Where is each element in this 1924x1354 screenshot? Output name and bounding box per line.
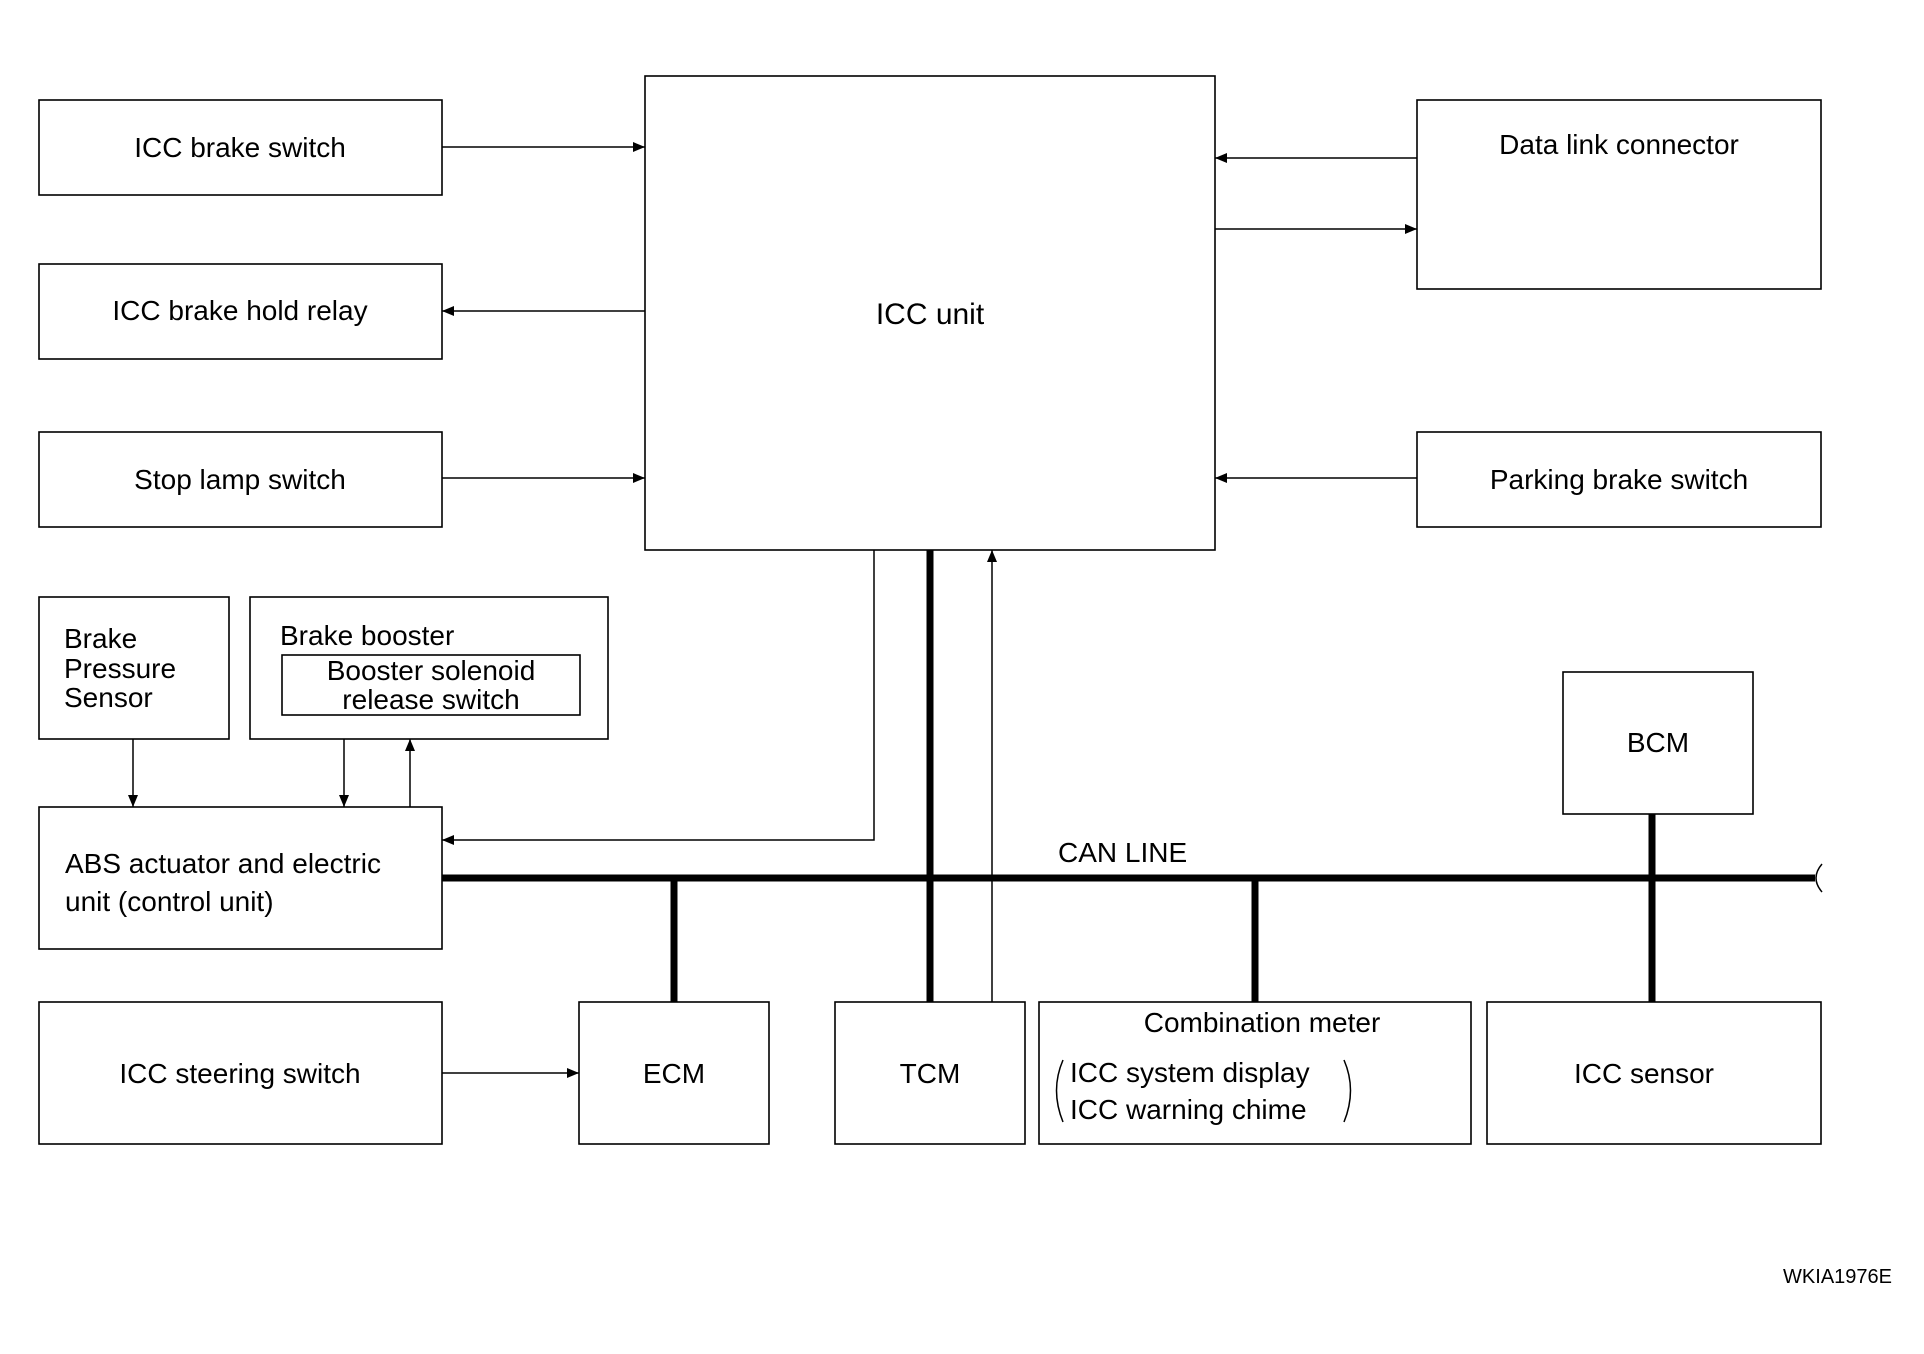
- can-line-label: CAN LINE: [1058, 837, 1187, 868]
- brake-pressure-sensor-line-1: Brake: [64, 623, 137, 654]
- icc-steering-switch-block: ICC steering switch: [38, 1001, 443, 1145]
- data-link-connector-block: Data link connector: [1416, 99, 1822, 290]
- brake-booster-label: Brake booster: [280, 620, 454, 651]
- abs-actuator-line-1: ABS actuator and electric: [65, 848, 381, 879]
- booster-solenoid-line-1: Booster solenoid: [327, 655, 536, 686]
- arrow-icc-unit-to-abs: [442, 550, 875, 845]
- icc-steering-switch-label: ICC steering switch: [119, 1058, 360, 1089]
- abs-actuator-line-2: unit (control unit): [65, 886, 274, 917]
- icc-sensor-block: ICC sensor: [1486, 1001, 1822, 1145]
- brake-pressure-sensor-line-3: Sensor: [64, 682, 153, 713]
- booster-solenoid-release-switch-block: [281, 654, 581, 716]
- ecm-label: ECM: [643, 1058, 705, 1089]
- combination-meter-title: Combination meter: [1144, 1007, 1381, 1038]
- bcm-label: BCM: [1627, 727, 1689, 758]
- brake-booster-block: Brake booster Booster solenoid release s…: [249, 596, 609, 740]
- brake-pressure-sensor-line-2: Pressure: [64, 653, 176, 684]
- stop-lamp-switch-block: Stop lamp switch: [38, 431, 443, 528]
- tcm-label: TCM: [900, 1058, 961, 1089]
- brake-pressure-sensor-block: Brake Pressure Sensor: [38, 596, 230, 740]
- data-link-connector-label: Data link connector: [1499, 129, 1739, 160]
- parking-brake-switch-label: Parking brake switch: [1490, 464, 1748, 495]
- icc-sensor-label: ICC sensor: [1574, 1058, 1714, 1089]
- tcm-block: TCM: [834, 1001, 1026, 1145]
- right-paren: [1343, 1059, 1352, 1123]
- stop-lamp-switch-label: Stop lamp switch: [134, 464, 346, 495]
- combination-meter-block: Combination meter ICC system display ICC…: [1038, 1001, 1472, 1145]
- figure-code: WKIA1976E: [1783, 1266, 1892, 1288]
- left-paren: [1055, 1059, 1064, 1123]
- icc-unit-block: ICC unit: [644, 75, 1216, 551]
- icc-brake-switch-label: ICC brake switch: [134, 132, 346, 163]
- booster-solenoid-line-2: release switch: [342, 684, 519, 715]
- can-line-continuation-mark: [1815, 863, 1823, 893]
- ecm-block: ECM: [578, 1001, 770, 1145]
- combination-meter-line-2: ICC warning chime: [1070, 1094, 1307, 1125]
- icc-brake-switch-block: ICC brake switch: [38, 99, 443, 196]
- icc-unit-label: ICC unit: [876, 298, 985, 331]
- abs-actuator-block: ABS actuator and electric unit (control …: [38, 806, 443, 950]
- bcm-block: BCM: [1562, 671, 1754, 815]
- parking-brake-switch-block: Parking brake switch: [1416, 431, 1822, 528]
- icc-brake-hold-relay-label: ICC brake hold relay: [112, 295, 367, 326]
- icc-brake-hold-relay-block: ICC brake hold relay: [38, 263, 443, 360]
- combination-meter-line-1: ICC system display: [1070, 1057, 1310, 1088]
